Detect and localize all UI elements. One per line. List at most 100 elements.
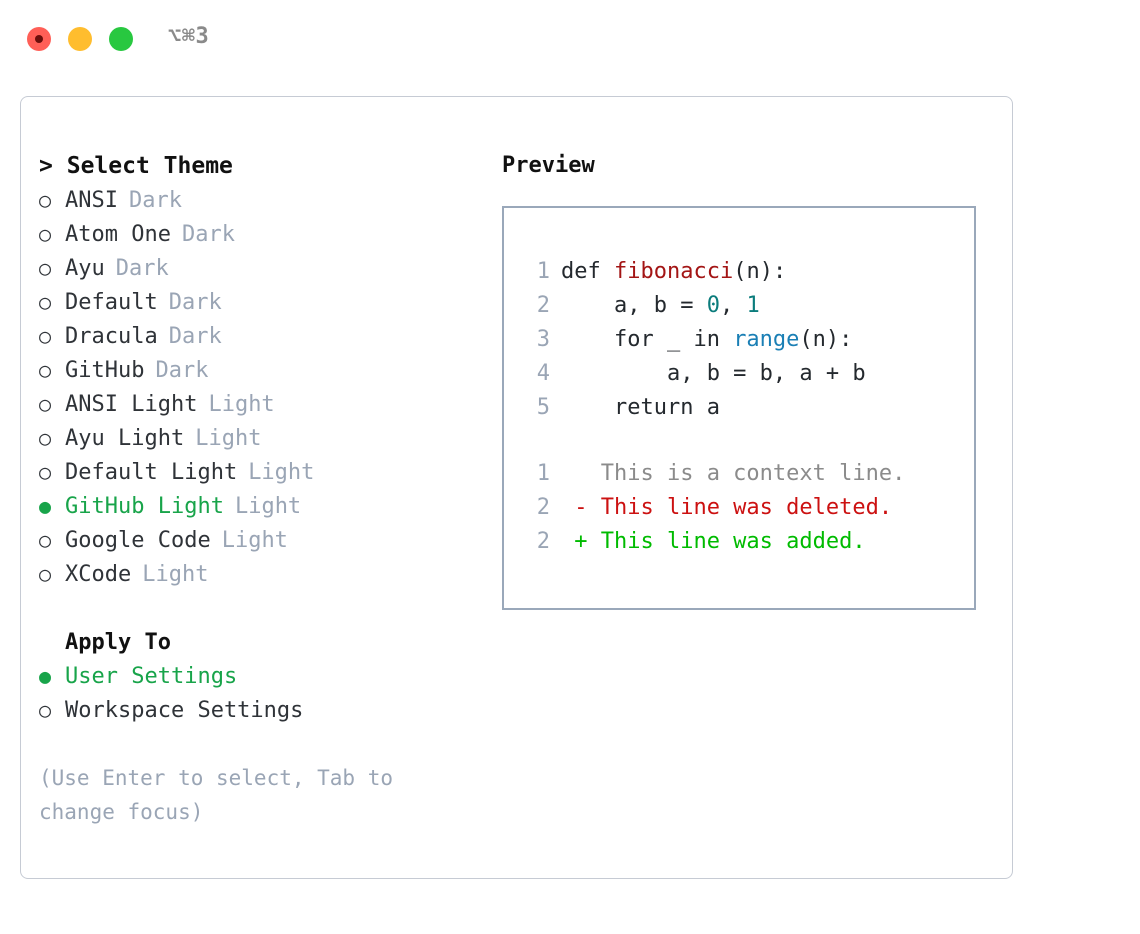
code-line-number: 5 [536,395,550,420]
theme-option-label: ANSI Light [65,392,198,417]
theme-option-label: Google Code [65,528,211,553]
radio-unselected-icon: ○ [39,392,52,416]
preview-title: Preview [502,153,595,178]
theme-option-label: Ayu [65,256,105,281]
radio-unselected-icon: ○ [39,460,52,484]
apply-to-label: Apply To [65,630,171,655]
theme-variant-tag: Light [221,528,288,553]
diff-line-number: 2 [536,495,550,520]
code-token-plain: (n): [799,327,853,352]
radio-unselected-icon: ○ [39,188,52,212]
code-line-text: a, b = 0, 1 [561,289,760,323]
theme-option-github-light[interactable]: ● GitHub Light Light [39,489,469,523]
code-token-plain: (n): [733,259,787,284]
code-line-number: 3 [536,327,550,352]
theme-option-label: ANSI [65,188,118,213]
code-line: 2 a, b = 0, 1 [522,289,866,323]
diff-line-text: This is a context line. [561,461,906,486]
section-spacer [39,591,469,625]
code-line: 1 def fibonacci(n): [522,255,866,289]
code-token-num: 1 [746,293,760,318]
apply-to-option-list: ●User Settings ○ Workspace Settings [39,659,469,727]
code-token-plain: a, b = [561,293,707,318]
code-line-text: return a [561,391,720,425]
title-bar: ⌥⌘3 [0,0,1140,76]
minimize-button[interactable] [68,27,92,51]
theme-option-label: GitHub [65,358,145,383]
code-line: 4 a, b = b, a + b [522,357,866,391]
theme-variant-tag: Dark [155,358,209,383]
diff-line-add: 2 + This line was added. [522,525,905,559]
diff-line-text: + This line was added. [561,529,866,554]
theme-variant-tag: Light [142,562,209,587]
radio-unselected-icon: ○ [39,358,52,382]
code-token-plain: def [561,259,614,284]
radio-unselected-icon: ○ [39,426,52,450]
apply-to-option-user-settings[interactable]: ●User Settings [39,659,469,693]
keyboard-hint-text: (Use Enter to select, Tab to change focu… [39,766,406,824]
diff-line-number: 2 [536,529,550,554]
code-line-text: def fibonacci(n): [561,255,786,289]
theme-option-label: GitHub Light [65,494,224,519]
theme-option-ansi[interactable]: ○ ANSI Dark [39,183,469,217]
code-token-plain: for _ in [561,327,734,352]
theme-option-label: Default Light [65,460,238,485]
radio-unselected-icon: ○ [39,324,52,348]
apply-to-option-label: Workspace Settings [65,698,304,723]
diff-line-number: 1 [536,461,550,486]
radio-selected-icon: ● [39,664,52,688]
code-token-plain: a, b = b, a + b [561,361,866,386]
radio-unselected-icon: ○ [39,222,52,246]
theme-variant-tag: Dark [115,256,169,281]
focus-caret-icon: > [39,153,53,179]
radio-unselected-icon: ○ [39,528,52,552]
diff-sample: 1 This is a context line.2 - This line w… [522,457,906,559]
theme-option-ansi-light[interactable]: ○ ANSI Light Light [39,387,469,421]
theme-option-label: Default [65,290,158,315]
theme-variant-tag: Dark [168,290,222,315]
hint-spacer [39,727,469,761]
diff-line-text: - This line was deleted. [561,495,893,520]
keyboard-shortcut-label: ⌥⌘3 [168,24,210,49]
code-line-number: 2 [536,293,550,318]
code-token-plain: , [719,293,747,318]
theme-option-label: Dracula [65,324,158,349]
theme-option-atom-one[interactable]: ○ Atom One Dark [39,217,469,251]
maximize-button[interactable] [109,27,133,51]
radio-selected-icon: ● [39,494,52,518]
apply-to-option-workspace-settings[interactable]: ○ Workspace Settings [39,693,469,727]
theme-variant-tag: Light [208,392,275,417]
code-line-text: a, b = b, a + b [561,357,866,391]
theme-option-label: Ayu Light [65,426,185,451]
theme-option-github[interactable]: ○ GitHub Dark [39,353,469,387]
radio-unselected-icon: ○ [39,698,52,722]
apply-to-marker-placeholder: ○ [39,625,65,659]
code-line-text: for _ in range(n): [561,323,852,357]
theme-variant-tag: Dark [181,222,235,247]
theme-option-default-light[interactable]: ○ Default Light Light [39,455,469,489]
theme-option-label: Atom One [65,222,171,247]
close-button[interactable] [27,27,51,51]
theme-option-google-code[interactable]: ○ Google Code Light [39,523,469,557]
diff-line-ctx: 1 This is a context line. [522,457,906,491]
code-line-number: 1 [536,259,550,284]
code-token-plain: return a [561,395,720,420]
theme-variant-tag: Dark [128,188,182,213]
diff-line-del: 2 - This line was deleted. [522,491,905,525]
code-line: 3 for _ in range(n): [522,323,866,357]
code-token-num: 0 [706,293,720,318]
theme-variant-tag: Light [234,494,302,519]
theme-variant-tag: Light [248,460,315,485]
